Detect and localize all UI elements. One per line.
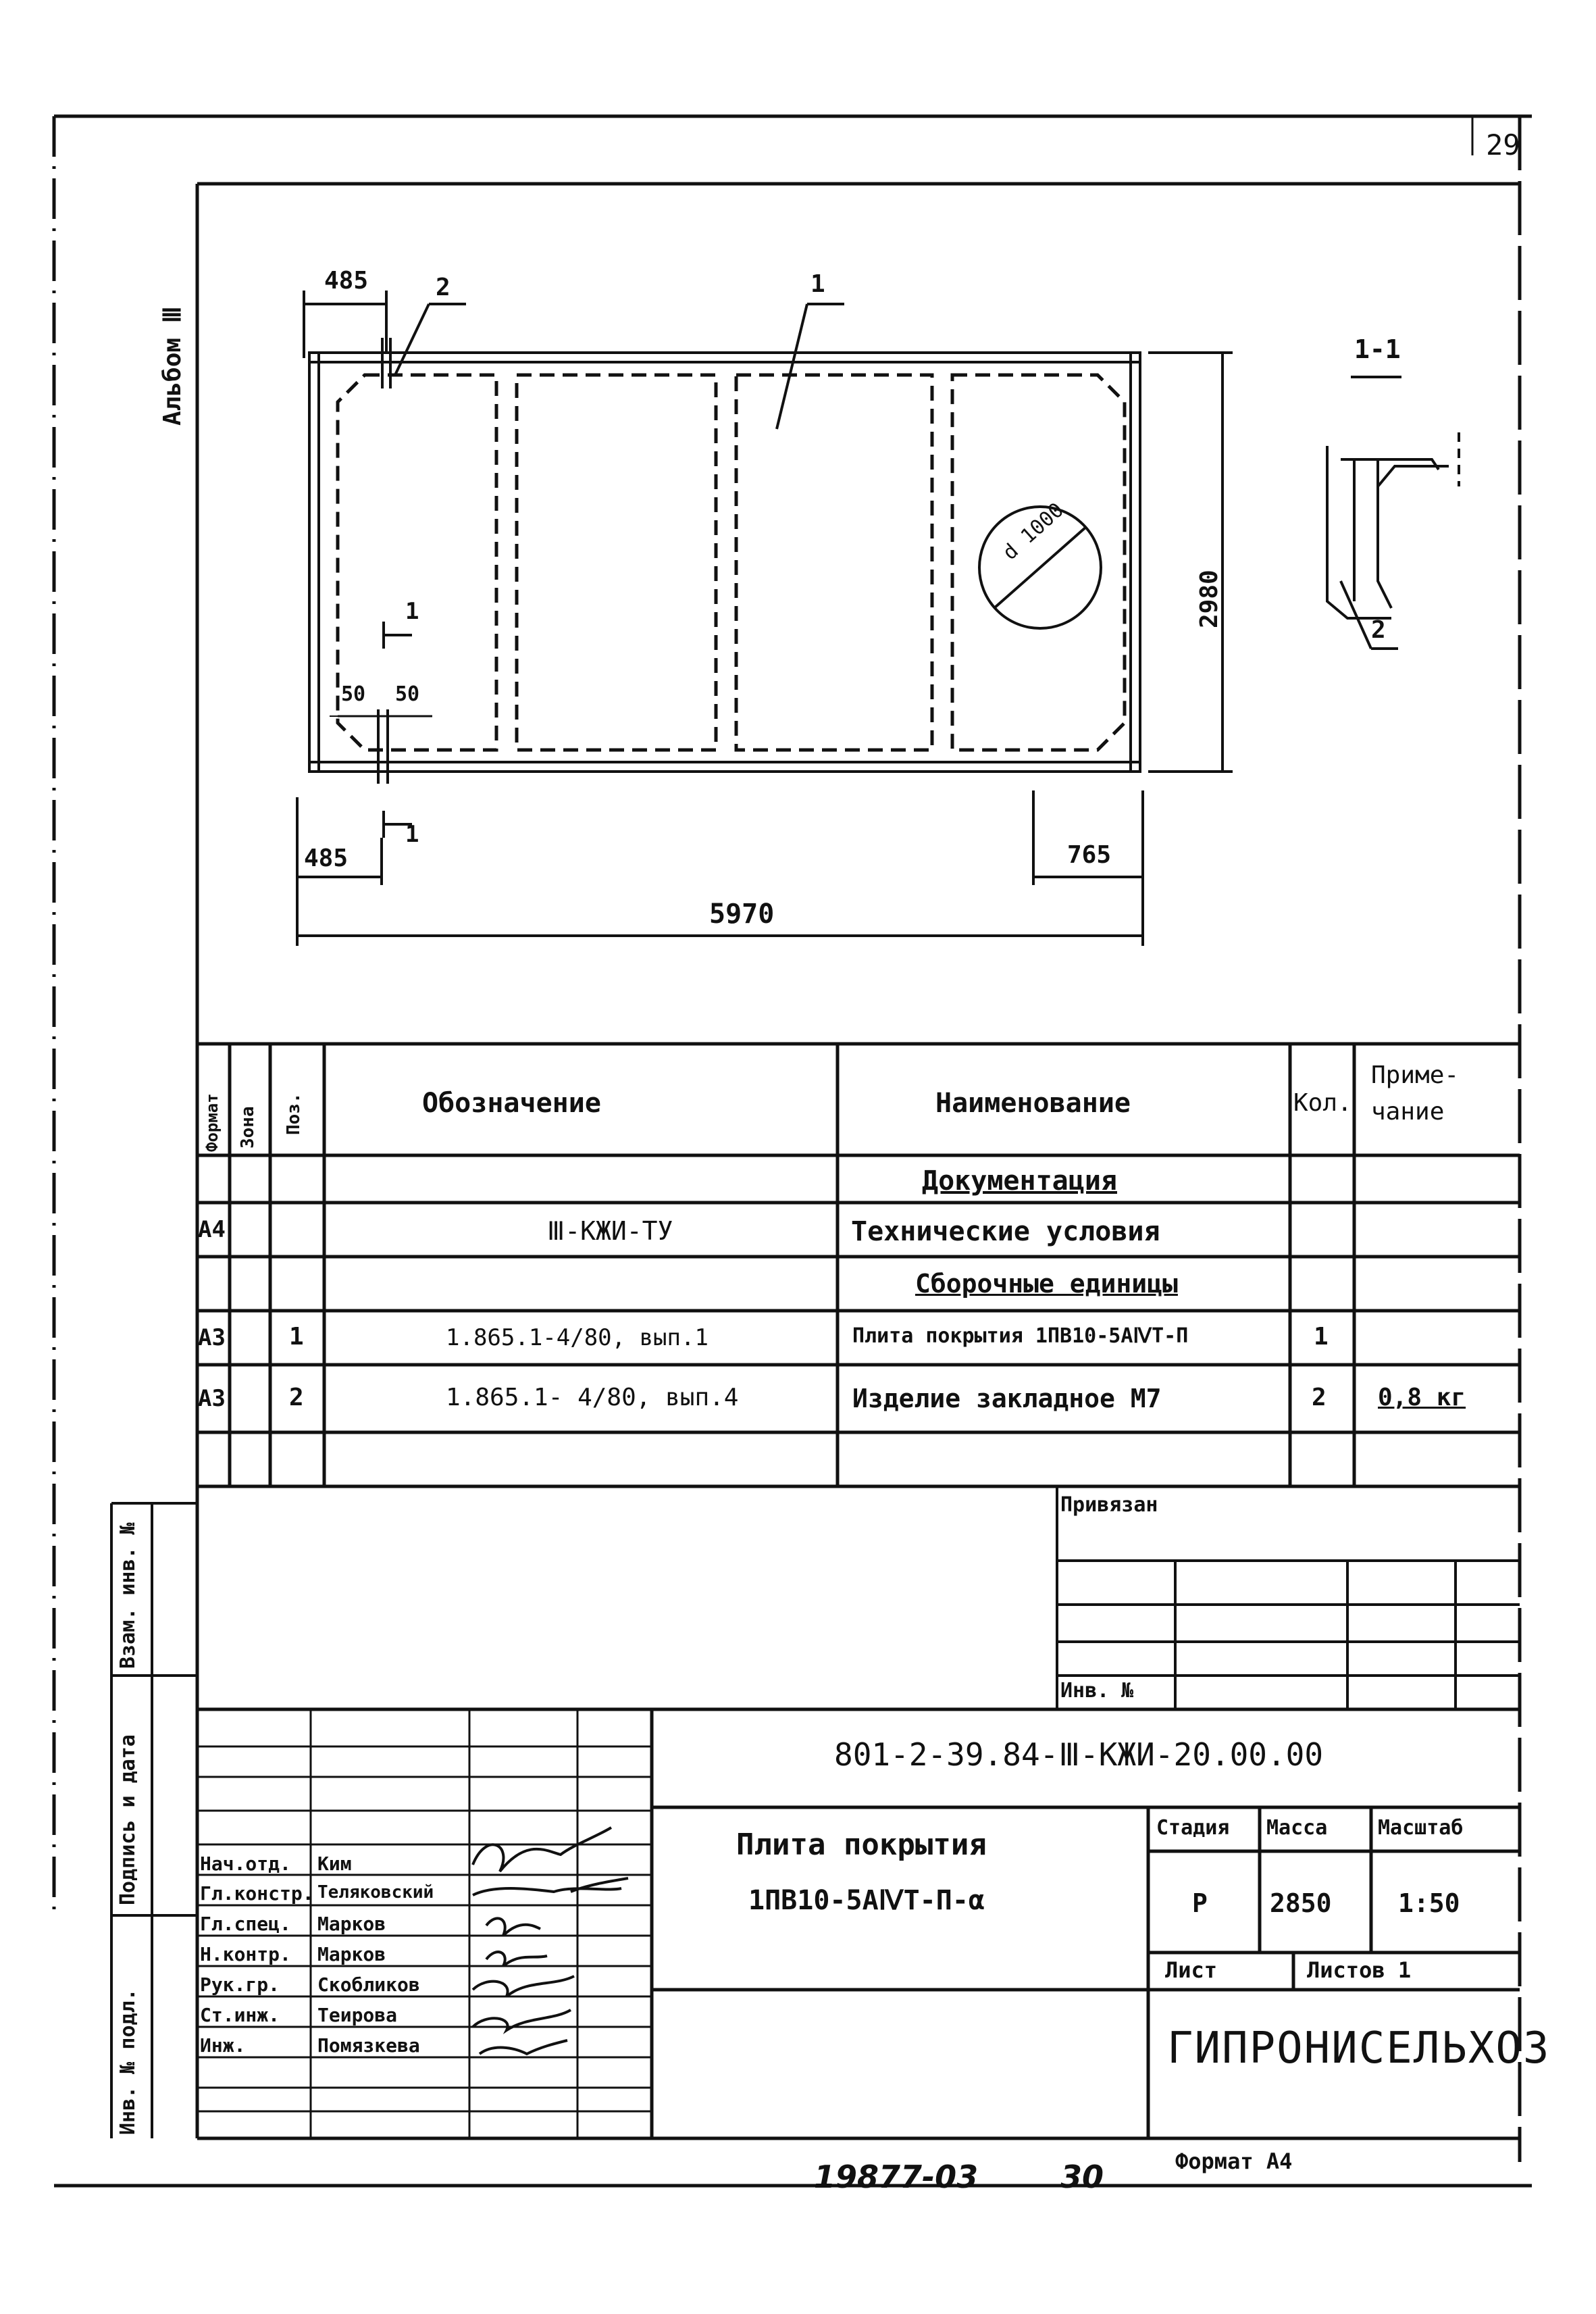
binding-label: Привязан <box>1060 1493 1158 1517</box>
mass-value: 2850 <box>1270 1888 1332 1918</box>
binding-inv-label: Инв. № <box>1060 1679 1134 1703</box>
row-4-note: 0,8 кг <box>1378 1384 1466 1411</box>
section-view <box>1326 376 1460 650</box>
header-designation: Обозначение <box>422 1088 601 1119</box>
dim-bottom-left: 485 <box>304 845 349 872</box>
stage-label: Стадия <box>1156 1816 1230 1840</box>
page-number: 29 <box>1486 128 1520 161</box>
row-1-name: Технические условия <box>851 1216 1160 1247</box>
row-4-designation: 1.865.1- 4/80, вып.4 <box>446 1384 739 1411</box>
slab-outline <box>308 351 1141 773</box>
signature-grid <box>197 1709 652 2138</box>
dim-top-left: 485 <box>324 267 369 295</box>
section-title: 1-1 <box>1354 334 1401 364</box>
row-1-designation: Ⅲ-КЖИ-ТУ <box>547 1216 673 1246</box>
header-format: Формат <box>203 1093 222 1152</box>
sig-name-6: Помязкева <box>317 2034 420 2057</box>
footer-page: 30 <box>1060 2159 1104 2195</box>
sig-role-6: Инж. <box>200 2034 246 2057</box>
section-mark-top: 1 <box>405 598 419 625</box>
sig-name-0: Ким <box>317 1853 352 1875</box>
footer-format: Формат А4 <box>1175 2148 1293 2174</box>
mass-label: Масса <box>1266 1816 1328 1840</box>
hole <box>978 505 1102 630</box>
hole-circle <box>978 505 1102 630</box>
title-line-2: 1ПВ10-5АⅣТ-П-α <box>748 1885 985 1916</box>
hole-diameter-line <box>993 526 1087 609</box>
sig-role-5: Ст.инж. <box>200 2004 280 2026</box>
header-note: Приме- чание <box>1371 1061 1460 1126</box>
callout-pos-2: 2 <box>436 274 451 301</box>
callout-pos-1: 1 <box>810 270 825 298</box>
row-3-format: А3 <box>198 1324 226 1351</box>
footer-number: 19877-03 <box>814 2159 979 2195</box>
section-mark-bottom: 1 <box>405 821 419 848</box>
header-name: Наименование <box>935 1088 1131 1119</box>
header-qty: Кол. <box>1293 1089 1352 1117</box>
section-pos: 2 <box>1371 616 1386 644</box>
side-label-inv: Инв. № подл. <box>116 1988 140 2135</box>
album-label: Альбом Ⅲ <box>159 306 186 426</box>
side-label-signature: Подпись и дата <box>116 1734 140 1905</box>
row-3-name: Плита покрытия 1ПВ10-5АⅣТ-П <box>852 1324 1189 1348</box>
row-0-name: Документация <box>922 1165 1117 1197</box>
sig-name-2: Марков <box>317 1913 386 1935</box>
header-pos: Поз. <box>284 1092 304 1135</box>
sig-name-1: Теляковский <box>317 1882 434 1903</box>
dim-bottom-right: 765 <box>1067 841 1112 869</box>
row-1-format: А4 <box>198 1216 226 1243</box>
binding-block-grid <box>1056 1486 1520 1709</box>
sheet-label: Лист <box>1165 1957 1218 1983</box>
title-line-1: Плита покрытия <box>736 1828 987 1862</box>
row-3-qty: 1 <box>1314 1323 1329 1351</box>
organization-name: ГИПРОНИСЕЛЬХОЗ <box>1167 2023 1551 2073</box>
row-4-format: А3 <box>198 1385 226 1412</box>
sig-role-2: Гл.спец. <box>200 1913 291 1935</box>
side-label-replace: Взам. инв. № <box>116 1522 140 1669</box>
side-stamp-grid <box>110 1502 197 2138</box>
scale-label: Масштаб <box>1378 1816 1464 1840</box>
drawing-code: 801-2-39.84-Ⅲ-КЖИ-20.00.00 <box>834 1736 1324 1773</box>
row-4-qty: 2 <box>1312 1384 1327 1411</box>
handwritten-signatures <box>471 1826 629 2056</box>
sheets-label: Листов 1 <box>1307 1957 1412 1983</box>
spec-table-grid <box>197 1042 1520 1488</box>
slab-plan <box>308 351 1141 773</box>
sig-name-5: Теирова <box>317 2004 398 2026</box>
row-3-designation: 1.865.1-4/80, вып.1 <box>446 1324 709 1351</box>
sig-role-0: Нач.отд. <box>200 1853 291 1875</box>
sig-name-3: Марков <box>317 1943 386 1965</box>
row-4-name: Изделие закладное М7 <box>852 1384 1162 1413</box>
slab-ribs <box>336 373 1127 752</box>
row-3-pos: 1 <box>289 1323 304 1351</box>
sig-role-3: Н.контр. <box>200 1943 291 1965</box>
scale-value: 1:50 <box>1398 1888 1460 1918</box>
dim-gap-a: 50 <box>341 682 366 706</box>
stage-value: Р <box>1192 1888 1208 1918</box>
sig-role-1: Гл.констр. <box>200 1882 314 1905</box>
header-zone: Зона <box>238 1106 258 1149</box>
title-block-grid <box>197 1707 1520 2138</box>
row-4-pos: 2 <box>289 1384 304 1411</box>
dim-gap-b: 50 <box>395 682 420 706</box>
sig-name-4: Скобликов <box>317 1973 420 1996</box>
dim-overall-length: 5970 <box>709 899 775 930</box>
sig-role-4: Рук.гр. <box>200 1973 280 1996</box>
row-2-name: Сборочные единицы <box>915 1269 1178 1299</box>
callout-leaders <box>394 303 844 430</box>
dim-height: 2980 <box>1195 570 1223 628</box>
dimension-lines <box>296 291 1233 946</box>
section-marks <box>382 622 412 838</box>
